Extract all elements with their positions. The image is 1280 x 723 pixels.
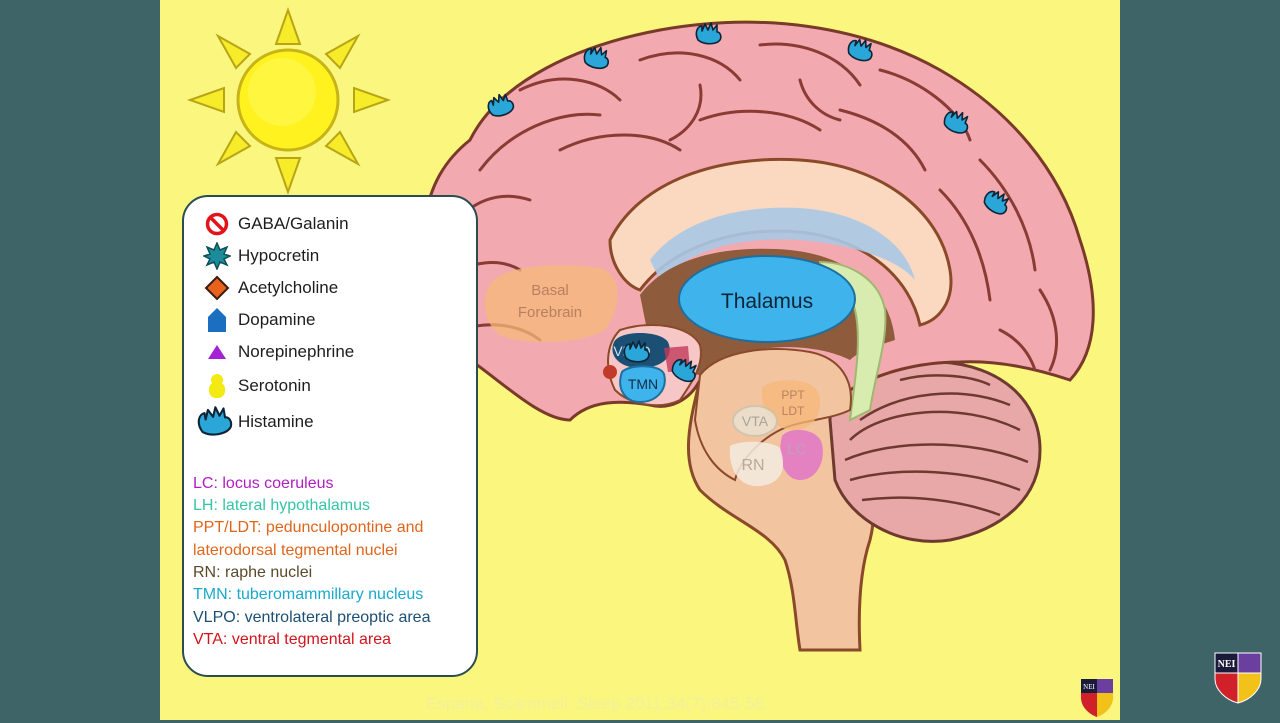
abbr-vlpo: VLPO: ventrolateral preoptic area <box>193 607 430 629</box>
legend-item-gaba: GABA/Galanin <box>202 209 349 239</box>
logo-text: NEI <box>1218 659 1236 670</box>
figure-eight-icon <box>202 371 232 401</box>
hand-icon <box>194 406 234 437</box>
legend-label: Dopamine <box>238 310 316 329</box>
abbr-desc: lateral hypothalamus <box>222 497 370 514</box>
histamine-icon <box>671 358 697 383</box>
abbr-desc: raphe nuclei <box>225 564 313 581</box>
basal-forebrain-label-2: Forebrain <box>518 304 582 321</box>
rn-region <box>729 441 784 487</box>
abbr-term: LC: <box>193 475 218 492</box>
triangle-icon <box>202 337 232 367</box>
abbr-desc: tuberomammillary nucleus <box>236 586 424 603</box>
basal-forebrain-label: Basal <box>531 282 569 299</box>
legend-label: Norepinephrine <box>238 342 355 361</box>
abbr-term: RN: <box>193 564 221 581</box>
histamine-icon <box>943 110 969 134</box>
vta-label: VTA <box>742 413 769 429</box>
abbr-desc: pedunculopontine and <box>265 519 424 536</box>
abbr-vta: VTA: ventral tegmental area <box>193 629 391 651</box>
legend-label: Hypocretin <box>238 246 320 265</box>
thalamus <box>678 255 856 343</box>
rn-label: RN <box>741 457 764 474</box>
lateral-ventricle <box>650 207 915 280</box>
basal-forebrain-region <box>484 265 618 342</box>
no-entry-icon <box>202 209 232 239</box>
abbr-term: LH: <box>193 497 218 514</box>
histamine-icon <box>487 93 515 117</box>
legend-item-acetylcholine: Acetylcholine <box>202 273 338 303</box>
abbr-desc: laterodorsal tegmental nuclei <box>193 542 398 559</box>
legend-item-histamine: Histamine <box>194 406 314 437</box>
citation: Espana, Scammell. Sleep 2011;34(7):845-5… <box>426 694 769 713</box>
legend-item-hypocretin: Hypocretin <box>202 241 319 271</box>
abbr-ppt-ldt-cont: laterodorsal tegmental nuclei <box>193 540 398 562</box>
house-shape-icon <box>202 305 232 335</box>
legend-item-norepinephrine: Norepinephrine <box>202 337 354 367</box>
histamine-icon <box>983 190 1010 215</box>
abbr-desc: ventral tegmental area <box>231 631 392 648</box>
nei-logo: NEI <box>1214 652 1262 709</box>
histamine-icon <box>583 46 610 70</box>
abbr-desc: ventrolateral preoptic area <box>244 609 431 626</box>
starburst-icon <box>202 241 232 271</box>
legend-item-dopamine: Dopamine <box>202 305 316 335</box>
histamine-icon <box>623 340 650 363</box>
cerebellum <box>828 360 1042 543</box>
tmn-label: TMN <box>628 376 658 392</box>
abbr-term: TMN: <box>193 586 233 603</box>
ldt-label: LDT <box>782 404 805 418</box>
diamond-icon <box>202 273 232 303</box>
legend-label: Histamine <box>238 412 314 431</box>
abbr-term: PPT/LDT: <box>193 519 262 536</box>
ppt-label: PPT <box>781 388 805 402</box>
thalamus-label: Thalamus <box>721 290 813 313</box>
histamine-marks <box>487 22 1010 383</box>
tmn-region <box>619 365 666 404</box>
abbr-rn: RN: raphe nuclei <box>193 562 312 584</box>
abbr-tmn: TMN: tuberomammillary nucleus <box>193 584 423 606</box>
nei-logo-small: NEI <box>1080 678 1114 723</box>
histamine-icon <box>695 22 722 45</box>
sun-icon <box>186 6 392 196</box>
legend: GABA/Galanin Hypocretin Acetylcholine Do… <box>182 195 478 677</box>
lc-label: LC <box>787 441 806 458</box>
abbr-desc: locus coeruleus <box>222 475 334 492</box>
abbr-lc: LC: locus coeruleus <box>193 473 334 495</box>
abbr-ppt-ldt: PPT/LDT: pedunculopontine and <box>193 517 423 539</box>
legend-label: GABA/Galanin <box>238 214 349 233</box>
abbr-term: VTA: <box>193 631 228 648</box>
abbr-term: VLPO: <box>193 609 241 626</box>
legend-label: Serotonin <box>238 376 311 395</box>
vta-region <box>732 405 778 437</box>
logo-text: NEI <box>1083 683 1095 691</box>
legend-label: Acetylcholine <box>238 278 339 297</box>
lc-region <box>780 429 823 480</box>
acetylcholine-spot <box>603 365 617 379</box>
histamine-icon <box>197 406 233 436</box>
abbr-lh: LH: lateral hypothalamus <box>193 495 370 517</box>
histamine-icon <box>847 38 873 62</box>
legend-item-serotonin: Serotonin <box>202 371 311 401</box>
